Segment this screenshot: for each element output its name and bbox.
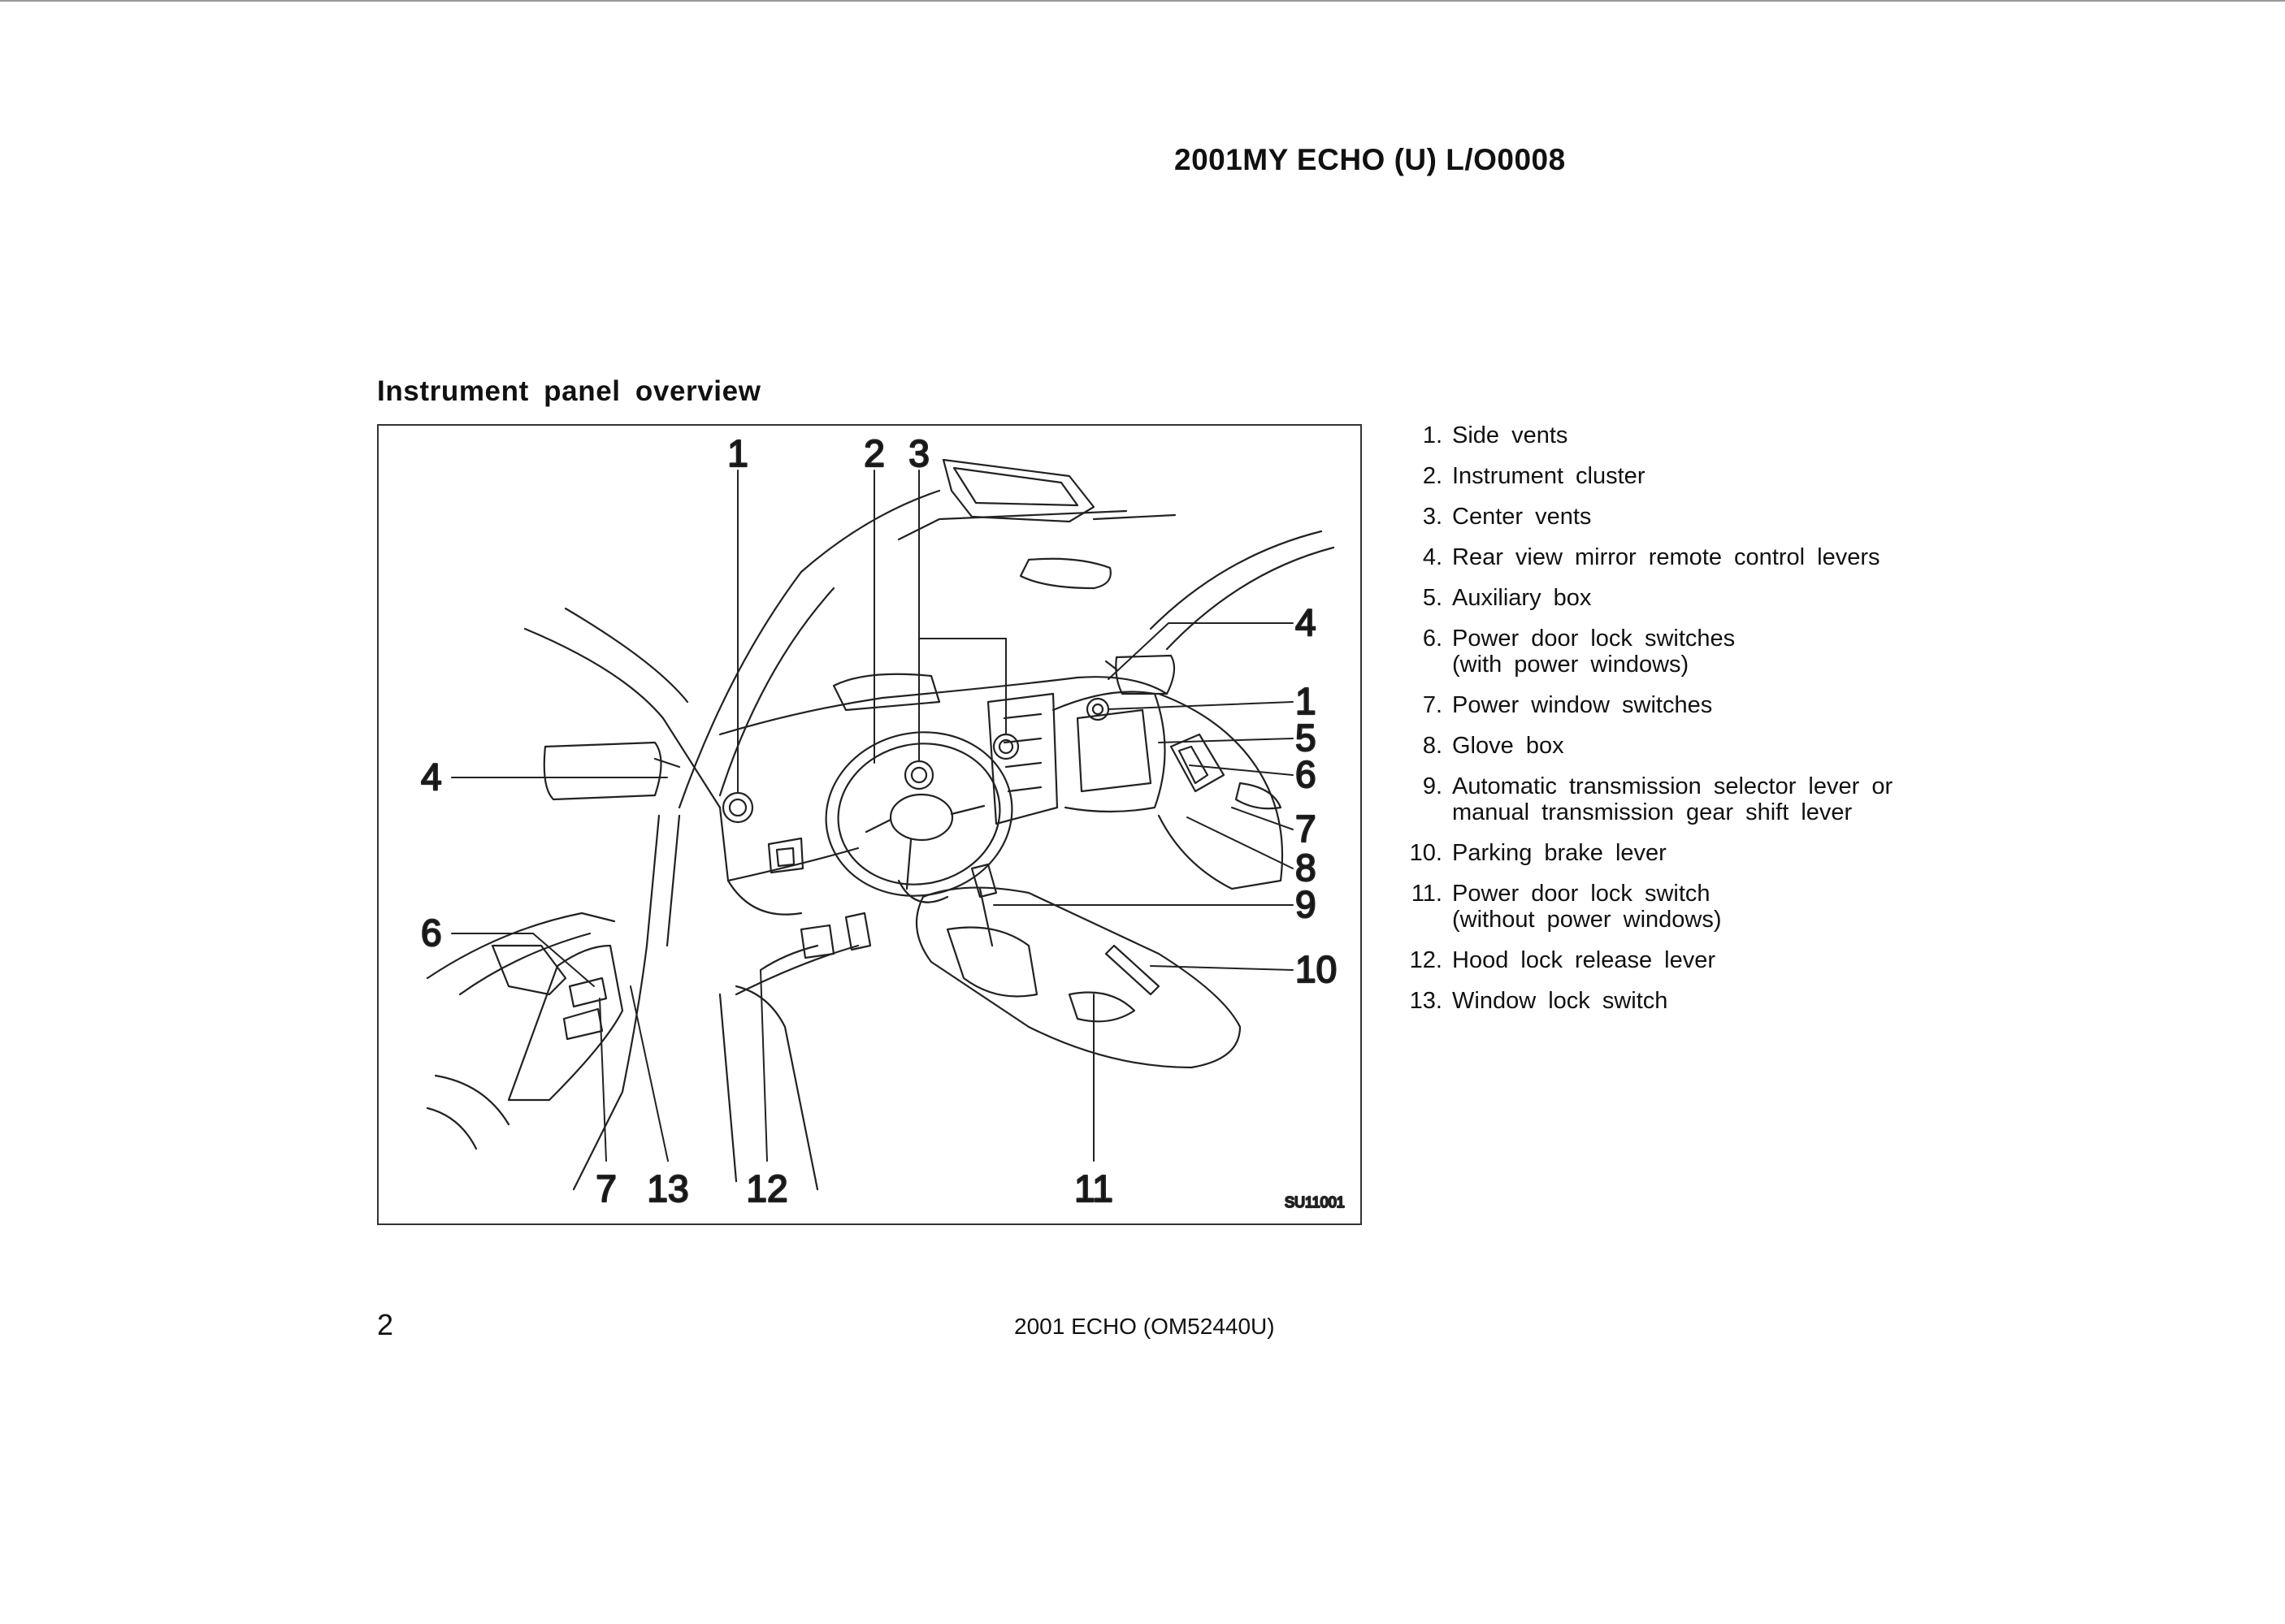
- side-vent-left: [722, 791, 754, 824]
- legend-item: 2. Instrument cluster: [1404, 463, 1924, 489]
- legend-label: Rear view mirror remote control levers: [1452, 544, 1880, 570]
- legend-item: 7. Power window switches: [1404, 692, 1924, 718]
- legend-item: 11. Power door lock switch(without power …: [1404, 881, 1924, 933]
- callout-6-left: 6: [421, 912, 442, 954]
- legend-label: Glove box: [1452, 733, 1564, 759]
- instrument-panel-drawing: 1 2 3 4 1 5 6 7 8 9 10 4 6 7 13 12 11 SU…: [420, 431, 1346, 1211]
- section-title: Instrument panel overview: [377, 375, 761, 407]
- legend-number: 3.: [1422, 504, 1442, 530]
- callout-7-right: 7: [1295, 808, 1316, 850]
- legend-item: 9. Automatic transmission selector lever …: [1404, 773, 1924, 825]
- legend-item: 1. Side vents: [1404, 422, 1924, 448]
- legend-label: Hood lock release lever: [1452, 947, 1716, 973]
- legend-number: 1.: [1422, 422, 1442, 448]
- pedals: [735, 912, 872, 996]
- legend-number: 6.: [1422, 626, 1442, 652]
- right-outside-mirror: [1104, 654, 1176, 695]
- component-legend: 1. Side vents 2. Instrument cluster 3. Cent…: [1404, 422, 1924, 1029]
- legend-label: Auxiliary box: [1452, 585, 1592, 611]
- legend-label-continued: manual transmission gear shift lever: [1452, 799, 1853, 825]
- legend-number: 2.: [1422, 463, 1442, 489]
- leader-lines: [451, 470, 1294, 1162]
- callout-7-bottom: 7: [596, 1167, 617, 1210]
- legend-label: Center vents: [1452, 504, 1592, 530]
- legend-label: Power window switches: [1452, 692, 1713, 718]
- instrument-panel-figure: 1 2 3 4 1 5 6 7 8 9 10 4 6 7 13 12 11 SU…: [377, 424, 1362, 1225]
- center-vents: [904, 733, 1020, 790]
- legend-number: 5.: [1422, 585, 1442, 611]
- callout-6-right: 6: [1295, 753, 1316, 795]
- document-code: 2001MY ECHO (U) L/O0008: [1174, 143, 1566, 176]
- legend-number: 7.: [1422, 692, 1442, 718]
- legend-label: Instrument cluster: [1452, 463, 1645, 489]
- callout-3-top: 3: [908, 432, 930, 474]
- callout-9-right: 9: [1295, 883, 1316, 925]
- legend-item: 12. Hood lock release lever: [1404, 947, 1924, 973]
- legend-item: 3. Center vents: [1404, 504, 1924, 530]
- legend-number: 8.: [1422, 733, 1442, 759]
- legend-number: 9.: [1422, 773, 1442, 799]
- legend-label-continued: (with power windows): [1452, 652, 1689, 678]
- callout-11-bottom: 11: [1074, 1167, 1113, 1210]
- dash-switch-panel: [767, 837, 804, 874]
- side-vent-right: [1086, 697, 1110, 721]
- legend-item: 4. Rear view mirror remote control levers: [1404, 544, 1924, 570]
- callout-2-top: 2: [864, 432, 885, 474]
- legend-number: 12.: [1409, 947, 1442, 973]
- legend-label: Side vents: [1452, 422, 1568, 448]
- legend-number: 4.: [1422, 544, 1442, 570]
- legend-label: Parking brake lever: [1452, 840, 1667, 866]
- callout-1-top: 1: [727, 432, 748, 474]
- dashboard: [718, 673, 1169, 916]
- legend-item: 10. Parking brake lever: [1404, 840, 1924, 866]
- interior-mirror: [1019, 557, 1112, 590]
- callout-1-right: 1: [1295, 680, 1316, 722]
- legend-number: 11.: [1411, 881, 1442, 907]
- legend-number: 10.: [1409, 840, 1442, 866]
- legend-item: 5. Auxiliary box: [1404, 585, 1924, 611]
- callout-5-right: 5: [1295, 717, 1316, 759]
- legend-label: Automatic transmission selector lever or: [1452, 773, 1893, 799]
- legend-item: 13. Window lock switch: [1404, 988, 1924, 1014]
- figure-code: SU11001: [1285, 1194, 1345, 1210]
- legend-label-continued: (without power windows): [1452, 907, 1722, 933]
- legend-label: Power door lock switches: [1452, 626, 1736, 652]
- a-pillars: [523, 489, 1335, 809]
- callout-4-right: 4: [1295, 601, 1316, 643]
- left-door: [426, 814, 819, 1191]
- callout-10-right: 10: [1295, 948, 1337, 990]
- legend-label: Window lock switch: [1452, 988, 1668, 1014]
- legend-item: 8. Glove box: [1404, 733, 1924, 759]
- legend-item: 6. Power door lock switches(with power wi…: [1404, 626, 1924, 678]
- sun-visor: [897, 458, 1177, 541]
- callout-4-left: 4: [421, 756, 442, 798]
- center-console: [915, 863, 1242, 1069]
- callout-8-right: 8: [1295, 847, 1316, 889]
- legend-label: Power door lock switch: [1452, 881, 1710, 907]
- callout-13-bottom: 13: [647, 1167, 688, 1210]
- top-rule: [0, 0, 2285, 2]
- left-outside-mirror: [543, 741, 681, 801]
- legend-number: 13.: [1409, 988, 1442, 1014]
- right-door-panel: [1157, 692, 1284, 890]
- page-number: 2: [377, 1308, 394, 1341]
- footer-doc-ref: 2001 ECHO (OM52440U): [1014, 1314, 1275, 1339]
- callout-12-bottom: 12: [746, 1167, 787, 1210]
